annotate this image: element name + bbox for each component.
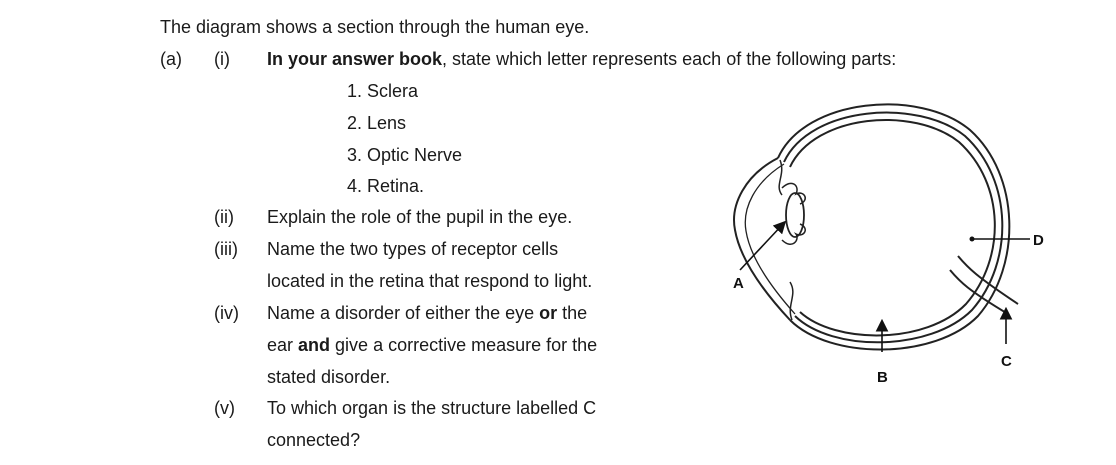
part-ii-number: (ii) <box>214 207 234 227</box>
question-intro: The diagram shows a section through the … <box>160 17 590 37</box>
part-iv-number: (iv) <box>214 303 239 323</box>
part-iv-bold-and: and <box>298 335 331 355</box>
part-iv-line2-c: give a corrective measure for the <box>330 335 598 355</box>
part-iii-line1: Name the two types of receptor cells <box>267 239 559 259</box>
part-i-rest: , state which letter represents each of … <box>442 49 897 69</box>
part-iv-line1-c: the <box>557 303 588 323</box>
list-item-lens: 2. Lens <box>347 113 407 133</box>
choroid-layer <box>783 111 1004 344</box>
list-item-retina: 4. Retina. <box>347 176 425 196</box>
part-iv-line1: Name a disorder of either the eye or the <box>267 304 587 322</box>
label-d: D <box>1033 232 1044 249</box>
part-iv-line3: stated disorder. <box>267 367 391 387</box>
part-i-number: (i) <box>214 49 230 69</box>
cornea <box>733 157 791 321</box>
part-iv-line2: ear and give a corrective measure for th… <box>267 336 597 354</box>
part-i-instruction: In your answer book, state which letter … <box>267 50 896 68</box>
label-d-dot <box>969 236 975 242</box>
list-item-sclera: 1. Sclera <box>347 81 419 101</box>
part-iii-line2: located in the retina that respond to li… <box>267 271 593 291</box>
list-item-optic-nerve: 3. Optic Nerve <box>347 145 463 165</box>
part-v-number: (v) <box>214 398 235 418</box>
cornea-inner <box>744 163 796 315</box>
optic-nerve <box>949 255 1019 315</box>
label-a: A <box>733 275 744 292</box>
retina-layer <box>789 118 996 337</box>
label-c: C <box>1001 353 1012 370</box>
sclera-outer <box>777 103 1011 351</box>
part-ii-text: Explain the role of the pupil in the eye… <box>267 207 573 227</box>
part-iv-bold-or: or <box>539 303 558 323</box>
part-iv-line2-a: ear <box>267 335 299 355</box>
part-a-label: (a) <box>160 49 182 69</box>
eye-diagram: A B C D <box>733 103 1044 386</box>
sclera-layers <box>777 103 1011 351</box>
part-v-line2: connected? <box>267 430 361 450</box>
label-b: B <box>877 369 888 386</box>
part-iv-line1-a: Name a disorder of either the eye <box>267 303 540 323</box>
iris-bottom <box>789 281 794 321</box>
part-i-bold-lead: In your answer book <box>267 49 443 69</box>
iris-top <box>778 159 783 196</box>
ciliary-body-bottom <box>781 223 806 245</box>
label-a-pointer <box>739 220 787 271</box>
part-v-line1: To which organ is the structure labelled… <box>267 398 597 418</box>
lens <box>785 192 805 238</box>
part-iii-number: (iii) <box>214 239 238 259</box>
